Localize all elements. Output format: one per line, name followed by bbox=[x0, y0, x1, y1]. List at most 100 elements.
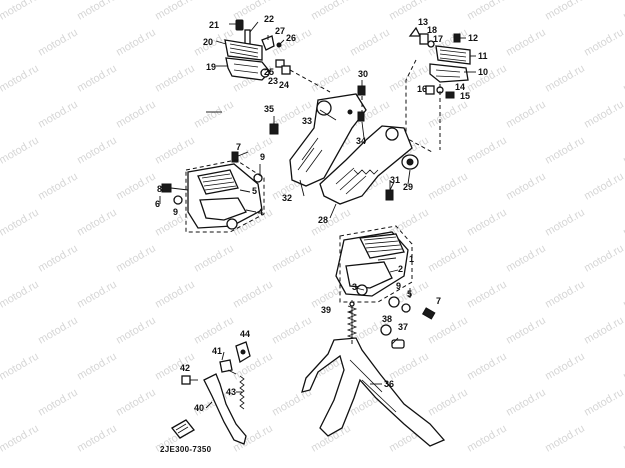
watermark-text: motod.ru bbox=[426, 314, 470, 346]
watermark-text: motod.ru bbox=[153, 134, 197, 166]
watermark-text: motod.ru bbox=[114, 170, 158, 202]
watermark-text: motod.ru bbox=[153, 0, 197, 23]
right-footrest-assembly-mid bbox=[335, 225, 436, 320]
watermark-text: motod.ru bbox=[0, 206, 41, 238]
watermark-text: motod.ru bbox=[75, 62, 119, 94]
callout-16: 16 bbox=[417, 84, 427, 94]
watermark-text: motod.ru bbox=[309, 0, 353, 23]
callout-24: 24 bbox=[279, 80, 289, 90]
watermark-text: motod.ru bbox=[582, 242, 625, 274]
callout-33: 33 bbox=[302, 116, 312, 126]
watermark-text: motod.ru bbox=[543, 422, 587, 454]
watermark-text: motod.ru bbox=[465, 422, 509, 454]
watermark-text: motod.ru bbox=[75, 350, 119, 382]
watermark-text: motod.ru bbox=[582, 170, 625, 202]
spacer-18 bbox=[419, 33, 429, 45]
watermark-text: motod.ru bbox=[543, 62, 587, 94]
callout-19: 19 bbox=[206, 62, 216, 72]
watermark-text: motod.ru bbox=[75, 278, 119, 310]
watermark-text: motod.ru bbox=[0, 350, 41, 382]
watermark-text: motod.ru bbox=[0, 62, 41, 94]
collar-23 bbox=[281, 65, 291, 75]
pin-22 bbox=[244, 29, 251, 45]
watermark-text: motod.ru bbox=[231, 278, 275, 310]
callout-9-right: 9 bbox=[396, 281, 401, 291]
callout-3: 3 bbox=[352, 282, 357, 292]
watermark-text: motod.ru bbox=[621, 278, 625, 310]
bolt-15 bbox=[445, 91, 455, 99]
callout-7-left: 7 bbox=[236, 142, 241, 152]
callout-37: 37 bbox=[398, 322, 408, 332]
watermark-text: motod.ru bbox=[309, 206, 353, 238]
callout-5-left: 5 bbox=[252, 186, 257, 196]
watermark-text: motod.ru bbox=[0, 278, 41, 310]
callout-2: 2 bbox=[398, 264, 403, 274]
callout-12: 12 bbox=[468, 33, 478, 43]
watermark-text: motod.ru bbox=[465, 350, 509, 382]
watermark-text: motod.ru bbox=[36, 26, 80, 58]
watermark-text: motod.ru bbox=[270, 314, 314, 346]
callout-7-right: 7 bbox=[436, 296, 441, 306]
washer-9-right bbox=[388, 296, 400, 308]
bushing-33 bbox=[316, 100, 332, 116]
watermark-text: motod.ru bbox=[582, 26, 625, 58]
callout-38: 38 bbox=[382, 314, 392, 324]
washer-9-b bbox=[173, 195, 183, 205]
callout-25: 25 bbox=[264, 67, 274, 77]
watermark-text: motod.ru bbox=[75, 134, 119, 166]
callout-35: 35 bbox=[264, 104, 274, 114]
callout-17: 17 bbox=[433, 34, 443, 44]
footpeg-bracket-right bbox=[345, 261, 393, 289]
callout-43: 43 bbox=[226, 387, 236, 397]
footpeg-bracket-left bbox=[199, 197, 247, 221]
callout-18: 18 bbox=[427, 25, 437, 35]
watermark-text: motod.ru bbox=[114, 98, 158, 130]
watermark-text: motod.ru bbox=[621, 134, 625, 166]
bolt-42 bbox=[181, 375, 191, 385]
watermark-text: motod.ru bbox=[0, 134, 41, 166]
side-stand-pad bbox=[171, 419, 195, 439]
bolt-7-left bbox=[231, 151, 239, 163]
side-stand-assembly bbox=[171, 341, 251, 445]
watermark-text: motod.ru bbox=[426, 98, 470, 130]
watermark-text: motod.ru bbox=[543, 206, 587, 238]
footpeg-rubber-left bbox=[197, 169, 239, 195]
watermark-text: motod.ru bbox=[114, 242, 158, 274]
spacer-25 bbox=[275, 59, 285, 68]
callout-9-left-b: 9 bbox=[173, 207, 178, 217]
callout-15: 15 bbox=[460, 91, 470, 101]
washer-38 bbox=[380, 324, 392, 336]
center-stand-36 bbox=[301, 337, 446, 447]
callout-31: 31 bbox=[390, 175, 400, 185]
callout-39: 39 bbox=[321, 305, 331, 315]
bolt-21 bbox=[235, 19, 244, 31]
watermark-text: motod.ru bbox=[582, 98, 625, 130]
right-footrest-assembly-top bbox=[405, 26, 476, 153]
watermark-text: motod.ru bbox=[153, 62, 197, 94]
watermark-layer: motod.ru motod.ru motod.ru motod.ru motod.ru… bbox=[0, 0, 625, 455]
watermark-text: motod.ru bbox=[465, 0, 509, 23]
washer-5-right bbox=[401, 303, 411, 313]
watermark-text: motod.ru bbox=[36, 170, 80, 202]
callout-23: 23 bbox=[268, 76, 278, 86]
callout-11: 11 bbox=[478, 51, 488, 61]
callout-10: 10 bbox=[478, 67, 488, 77]
callout-41: 41 bbox=[212, 346, 222, 356]
watermark-text: motod.ru bbox=[153, 278, 197, 310]
watermark-text: motod.ru bbox=[192, 242, 236, 274]
callout-6: 6 bbox=[155, 199, 160, 209]
bolt-34 bbox=[357, 111, 365, 122]
callout-44: 44 bbox=[240, 329, 250, 339]
spring-39 bbox=[346, 300, 358, 344]
watermark-text: motod.ru bbox=[426, 242, 470, 274]
callout-26: 26 bbox=[286, 33, 296, 43]
callout-32: 32 bbox=[282, 193, 292, 203]
watermark-text: motod.ru bbox=[543, 278, 587, 310]
watermark-text: motod.ru bbox=[582, 314, 625, 346]
watermark-text: motod.ru bbox=[465, 134, 509, 166]
callout-5-right: 5 bbox=[407, 289, 412, 299]
watermark-text: motod.ru bbox=[0, 0, 41, 23]
pin-13 bbox=[408, 26, 422, 37]
bolt-37 bbox=[391, 339, 405, 349]
watermark-text: motod.ru bbox=[192, 98, 236, 130]
